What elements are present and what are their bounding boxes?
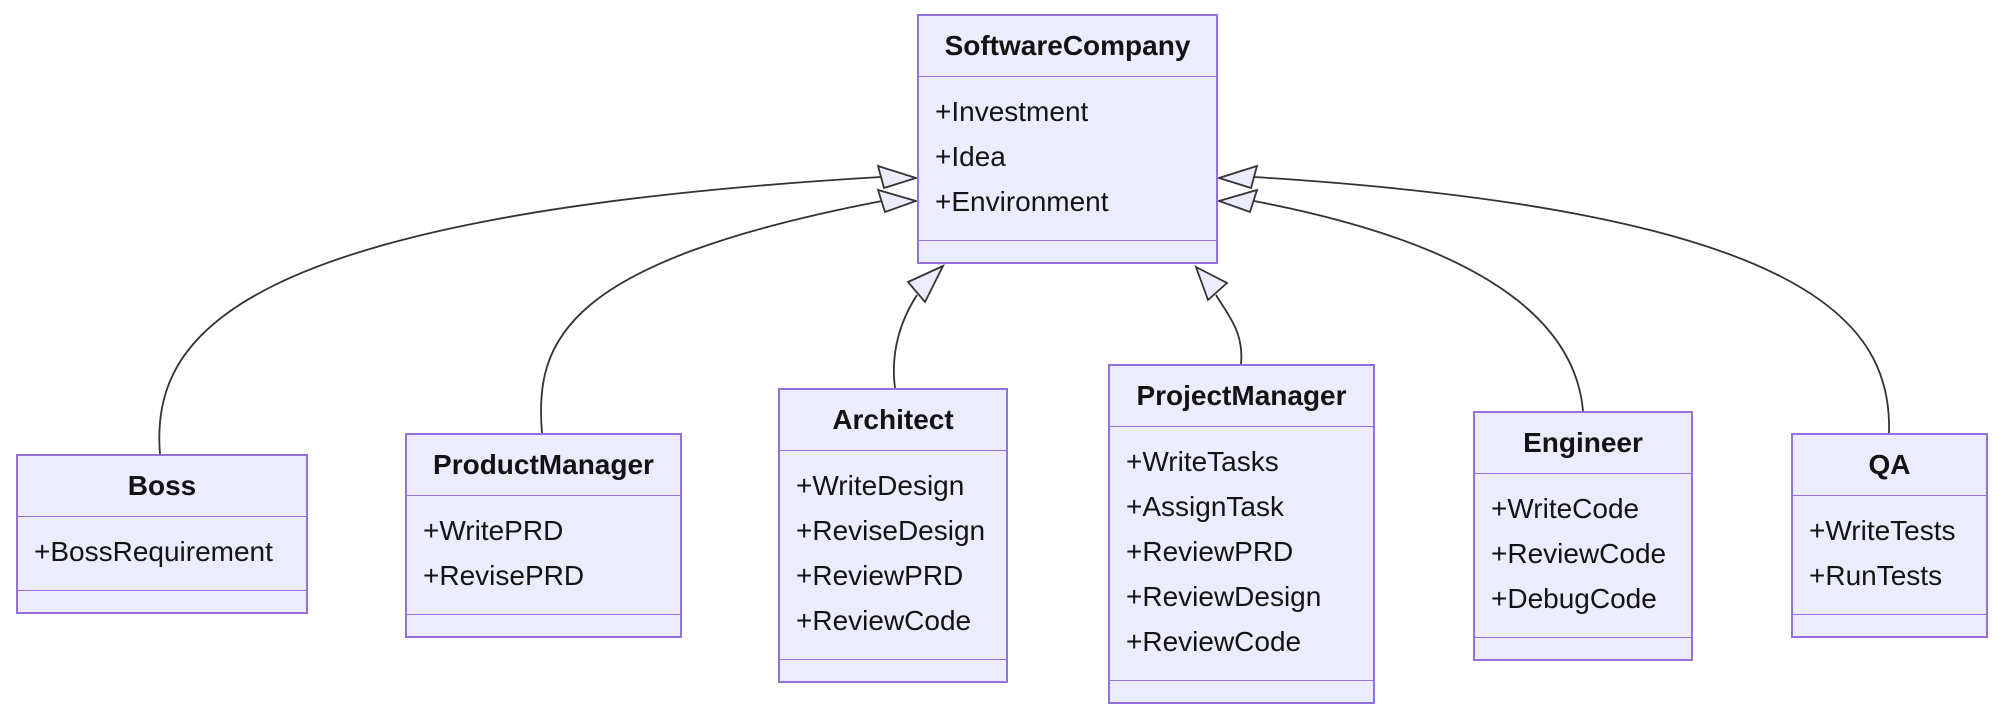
class-title: Architect [780,390,1006,451]
attribute-row: +ReviewCode [796,605,972,636]
attribute-row: +ReviewCode [1126,626,1302,657]
class-title: Engineer [1475,413,1691,474]
attribute-row: +Investment [935,96,1089,127]
attribute-row: +ReviewCode [1491,538,1667,569]
attribute-row: +ReviseDesign [796,515,986,546]
class-title: Boss [18,456,306,517]
attribute-row: +WriteCode [1491,493,1640,524]
class-box-engineer: Engineer +WriteCode +ReviewCode +DebugCo… [1473,411,1693,661]
class-attributes-section: +Investment +Idea +Environment [919,77,1216,241]
class-attributes-section: +WriteCode +ReviewCode +DebugCode [1475,474,1691,638]
inheritance-arrowhead-qa [1215,164,1259,190]
class-attributes-section: +BossRequirement [18,517,306,591]
attribute-row: +RunTests [1809,560,1943,591]
attribute-row: +ReviewDesign [1126,581,1322,612]
class-attributes-section: +WriteDesign +ReviseDesign +ReviewPRD +R… [780,451,1006,660]
inheritance-arrowhead-boss [876,164,920,190]
attribute-row: +WriteTests [1809,515,1956,546]
class-methods-section [1110,681,1373,702]
inheritance-arrowhead-engineer [1216,188,1259,214]
attribute-row: +DebugCode [1491,583,1657,614]
class-title: ProductManager [407,435,680,496]
inheritance-edge-productmanager [540,200,883,434]
attribute-row: +BossRequirement [34,536,273,567]
inheritance-edge-boss [158,176,882,455]
class-attributes-section: +WriteTasks +AssignTask +ReviewPRD +Revi… [1110,427,1373,681]
attribute-row: +AssignTask [1126,491,1284,522]
inheritance-edge-projectmanager [1215,294,1243,365]
class-methods-section [780,660,1006,681]
inheritance-arrowhead-projectmanager [1194,265,1229,302]
inheritance-edge-qa [1253,176,1890,434]
class-box-projectmanager: ProjectManager +WriteTasks +AssignTask +… [1108,364,1375,704]
attribute-row: +WritePRD [423,515,564,546]
attribute-row: +WriteDesign [796,470,965,501]
class-box-softwarecompany: SoftwareCompany +Investment +Idea +Envir… [917,14,1218,264]
class-box-productmanager: ProductManager +WritePRD +RevisePRD [405,433,682,638]
inheritance-edge-engineer [1253,200,1584,412]
class-title: ProjectManager [1110,366,1373,427]
class-box-boss: Boss +BossRequirement [16,454,308,614]
attribute-row: +Environment [935,186,1109,217]
attribute-row: +WriteTasks [1126,446,1279,477]
attribute-row: +ReviewPRD [796,560,964,591]
class-box-qa: QA +WriteTests +RunTests [1791,433,1988,638]
attribute-row: +Idea [935,141,1006,172]
attribute-row: +ReviewPRD [1126,536,1294,567]
attribute-row: +RevisePRD [423,560,585,591]
class-title: QA [1793,435,1986,496]
class-methods-section [18,591,306,612]
inheritance-arrowhead-productmanager [876,188,919,214]
class-methods-section [1475,638,1691,659]
class-methods-section [919,241,1216,262]
inheritance-edge-architect [893,294,918,389]
class-attributes-section: +WritePRD +RevisePRD [407,496,680,615]
class-methods-section [407,615,680,636]
class-title: SoftwareCompany [919,16,1216,77]
class-box-architect: Architect +WriteDesign +ReviseDesign +Re… [778,388,1008,683]
class-attributes-section: +WriteTests +RunTests [1793,496,1986,615]
class-methods-section [1793,615,1986,636]
inheritance-arrowhead-architect [906,264,945,304]
